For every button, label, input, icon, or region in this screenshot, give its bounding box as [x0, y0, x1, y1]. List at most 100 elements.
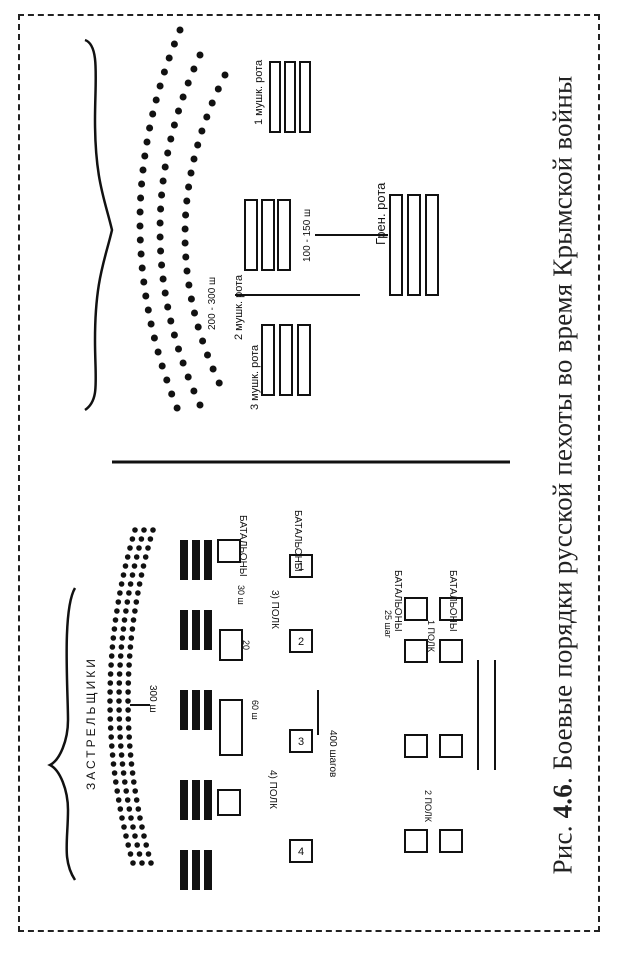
skirmisher-dot: [125, 707, 131, 713]
skirmisher-dot: [111, 770, 118, 776]
label-dist-60: 60 ш: [250, 700, 260, 720]
column-bar: [204, 610, 212, 650]
skirmisher-dot: [198, 127, 206, 135]
label-regiment-1: 1 ПОЛК: [426, 620, 436, 653]
skirmisher-dot: [117, 806, 124, 812]
skirmisher-dot: [147, 320, 155, 328]
skirmisher-dot: [127, 644, 134, 650]
label-dist-300: 300 ш: [147, 685, 158, 713]
label-dist-25: 25 шаг: [383, 610, 393, 639]
skirmisher-dot: [160, 68, 168, 76]
skirmisher-dot: [191, 309, 198, 317]
skirmisher-dot: [196, 51, 204, 59]
skirmisher-dot: [182, 211, 190, 219]
skirmisher-dot: [161, 289, 169, 297]
skirmisher-dot: [119, 761, 126, 767]
skirmisher-dot: [159, 275, 167, 283]
skirmisher-dot: [132, 788, 138, 794]
skirmisher-dot: [145, 545, 151, 551]
skirmisher-dot: [136, 208, 144, 216]
skirmisher-dot: [144, 306, 152, 314]
skirmisher-dot: [214, 85, 222, 93]
label-2-company: 2 мушк. рота: [233, 274, 245, 340]
skirmisher-dot: [204, 351, 211, 359]
skirmisher-dot: [209, 365, 217, 373]
skirmisher-dot: [129, 572, 136, 578]
skirmisher-dot: [131, 779, 137, 785]
skirmisher-dot: [109, 752, 116, 758]
column-bars: [180, 540, 212, 890]
skirmisher-dot: [123, 833, 129, 839]
skirmisher-dot: [132, 833, 138, 839]
skirmisher-dot: [125, 671, 132, 677]
skirmisher-dot: [133, 797, 140, 803]
skirmisher-dot: [168, 390, 176, 398]
skirmisher-dot: [187, 169, 195, 177]
skirmisher-dot: [126, 590, 132, 596]
skirmisher-dot: [121, 824, 127, 830]
skirmisher-dot: [127, 743, 133, 749]
column-bar: [180, 690, 188, 730]
skirmisher-dot: [194, 141, 202, 149]
skirmisher-dot: [190, 155, 198, 163]
skirmisher-dot: [181, 225, 189, 233]
skirmisher-dot: [185, 281, 193, 289]
skirmisher-dot: [107, 707, 113, 713]
skirmisher-dot: [128, 761, 135, 767]
skirmisher-dot: [108, 653, 115, 659]
skirmisher-dot: [179, 93, 187, 101]
skirmisher-dot: [175, 107, 182, 115]
skirmisher-dot: [157, 247, 165, 255]
skirmisher-dot: [109, 743, 115, 749]
skirmisher-dot: [128, 815, 134, 821]
label-battalions-bottom-2: БАТАЛЬОНЫ: [447, 570, 458, 632]
skirmisher-dot: [185, 183, 193, 191]
skirmisher-dot: [127, 581, 134, 587]
skirmisher-dot: [122, 563, 129, 569]
skirmisher-dot: [125, 689, 131, 695]
skirmisher-dot: [139, 860, 145, 866]
skirmisher-dot: [110, 635, 117, 641]
skirmisher-dot: [111, 626, 118, 632]
caption-number: 4.6: [547, 784, 577, 819]
skirmisher-dot: [138, 180, 146, 188]
skirmisher-dot: [116, 689, 122, 695]
skirmisher-dot: [181, 239, 189, 247]
skirmisher-dot: [112, 617, 119, 623]
skirmisher-dot: [170, 40, 178, 48]
skirmisher-dot: [141, 527, 147, 533]
skirmisher-dot: [107, 680, 114, 686]
skirmisher-dot: [150, 527, 156, 533]
skirmisher-dot: [124, 554, 131, 560]
skirmisher-dot: [137, 194, 145, 202]
skirmisher-dot: [113, 779, 119, 785]
skirmisher-dot: [135, 590, 141, 596]
skirmisher-dot: [167, 317, 175, 325]
skirmisher-dot: [154, 348, 162, 356]
column-bar: [204, 850, 212, 890]
skirmisher-dot: [129, 626, 136, 632]
company-blocks: [244, 61, 439, 396]
skirmisher-dot: [190, 65, 198, 73]
skirmisher-dot: [117, 734, 123, 740]
skirmisher-dot: [136, 581, 143, 587]
skirmisher-dot: [116, 716, 123, 722]
skirmisher-dot: [137, 815, 143, 821]
skirmisher-dot: [142, 554, 149, 560]
skirmisher-dot: [190, 387, 198, 395]
label-battalions-mid: БАТАЛЬОНЫ: [292, 510, 303, 572]
skirmisher-dot: [126, 806, 133, 812]
skirmisher-dot: [179, 359, 187, 367]
skirmisher-dot: [125, 725, 132, 731]
skirmisher-dot: [161, 163, 169, 171]
skirmisher-dot: [107, 725, 114, 731]
skirmisher-dot: [117, 590, 123, 596]
skirmisher-dot: [157, 205, 165, 213]
skirmisher-dot: [167, 135, 175, 143]
skirmisher-dot: [183, 267, 191, 275]
battalion-blocks: [217, 539, 463, 863]
skirmisher-dot: [138, 536, 145, 542]
skirmisher-dot: [132, 608, 138, 614]
skirmisher-dot: [203, 113, 211, 121]
label-dist-400: 400 шагов: [327, 730, 338, 777]
